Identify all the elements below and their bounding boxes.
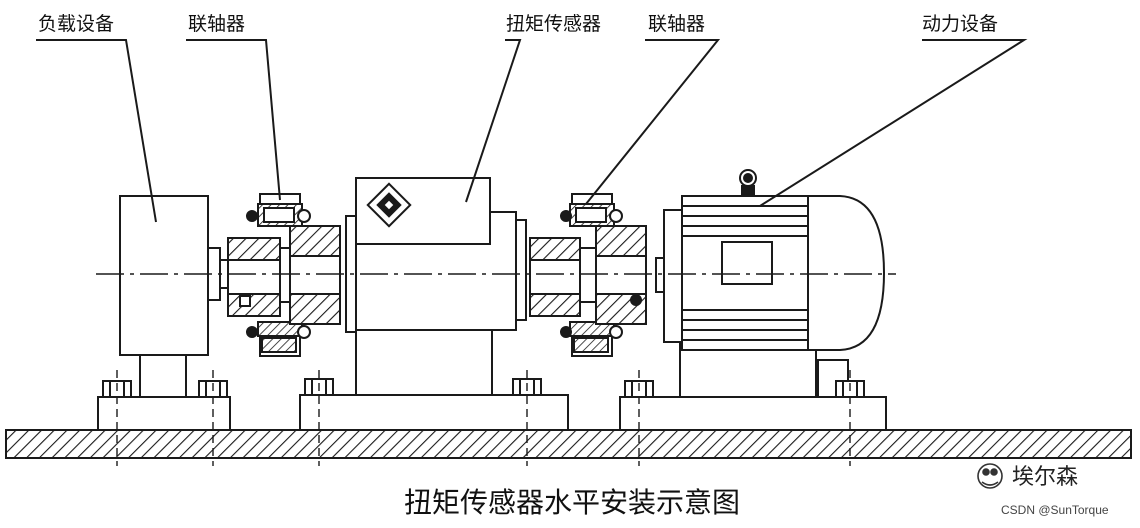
label-power-device: 动力设备 — [922, 13, 998, 35]
bolt-axis-lines — [116, 370, 851, 466]
load-device — [97, 195, 231, 431]
label-torque-sensor: 扭矩传感器 — [506, 13, 601, 35]
brand-logo-icon — [977, 463, 1003, 489]
sensor-logo-icon — [366, 182, 412, 228]
watermark: 埃尔森 CSDN @SunTorque — [977, 463, 1109, 517]
base-plate — [5, 429, 1132, 459]
watermark-brand: 埃尔森 — [1012, 465, 1078, 490]
watermark-credit: CSDN @SunTorque — [1001, 503, 1109, 517]
leader-lines — [36, 39, 1028, 223]
lifting-eye-icon — [739, 169, 757, 197]
label-coupling-right: 联轴器 — [648, 13, 705, 35]
label-load-device: 负载设备 — [38, 13, 114, 35]
diagram-caption: 扭矩传感器水平安装示意图 — [404, 486, 740, 519]
label-coupling-left: 联轴器 — [188, 13, 245, 35]
right-coupling — [529, 193, 647, 357]
power-device — [619, 169, 887, 431]
left-coupling — [227, 193, 341, 357]
